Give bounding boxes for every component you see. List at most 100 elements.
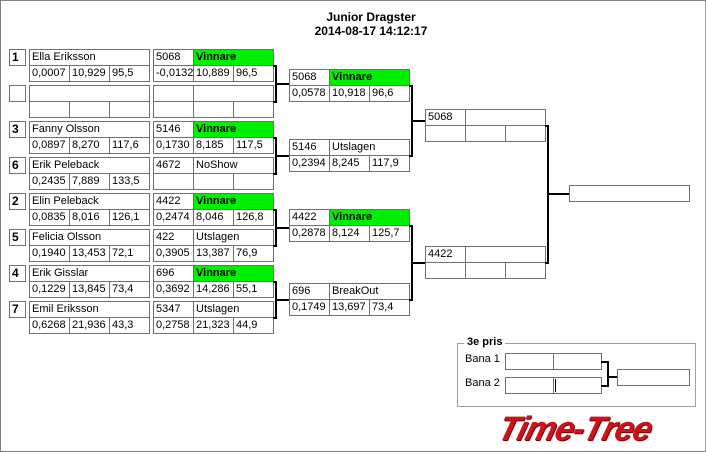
elapsed-time[interactable]: 7,889 <box>69 173 110 190</box>
elapsed-time[interactable]: 13,697 <box>329 299 370 316</box>
elapsed-time[interactable]: 8,124 <box>329 225 370 242</box>
speed[interactable]: 117,5 <box>233 137 274 154</box>
elapsed-time[interactable]: 13,387 <box>193 245 234 262</box>
speed[interactable]: 126,1 <box>109 209 150 226</box>
elapsed-time[interactable] <box>465 262 506 279</box>
run-status[interactable]: NoShow <box>193 157 274 174</box>
driver-name[interactable]: Felicia Olsson <box>29 229 150 246</box>
reaction-time[interactable]: 0,2758 <box>153 317 194 334</box>
reaction-time[interactable] <box>29 101 70 118</box>
speed[interactable]: 55,1 <box>233 281 274 298</box>
elapsed-time[interactable] <box>69 101 110 118</box>
run-id[interactable]: 422 <box>153 229 194 246</box>
seed-number[interactable]: 7 <box>9 301 26 318</box>
run-id[interactable]: 5146 <box>289 139 330 156</box>
reaction-time[interactable]: 0,2394 <box>289 155 330 172</box>
run-status[interactable] <box>465 246 546 263</box>
seed-number[interactable]: 3 <box>9 121 26 138</box>
run-id[interactable]: 4672 <box>153 157 194 174</box>
driver-name[interactable]: Elin Peleback <box>29 193 150 210</box>
run-id[interactable] <box>153 85 194 102</box>
third-lane1-id[interactable] <box>505 353 554 370</box>
run-status[interactable] <box>465 109 546 126</box>
speed[interactable] <box>505 125 546 142</box>
reaction-time[interactable]: 0,3905 <box>153 245 194 262</box>
speed[interactable]: 117,6 <box>109 137 150 154</box>
reaction-time[interactable] <box>153 173 194 190</box>
elapsed-time[interactable]: 13,453 <box>69 245 110 262</box>
reaction-time[interactable] <box>425 125 466 142</box>
elapsed-time[interactable]: 10,929 <box>69 65 110 82</box>
run-id[interactable]: 4422 <box>425 246 466 263</box>
elapsed-time[interactable]: 8,046 <box>193 209 234 226</box>
speed[interactable]: 44,9 <box>233 317 274 334</box>
reaction-time[interactable]: 0,2878 <box>289 225 330 242</box>
reaction-time[interactable]: 0,1730 <box>153 137 194 154</box>
run-id[interactable]: 4422 <box>153 193 194 210</box>
driver-name[interactable]: Erik Peleback <box>29 157 150 174</box>
run-id[interactable]: 4422 <box>289 209 330 226</box>
elapsed-time[interactable] <box>193 173 234 190</box>
run-id[interactable]: 5347 <box>153 301 194 318</box>
run-status[interactable]: Vinnare <box>329 69 410 86</box>
speed[interactable] <box>233 173 274 190</box>
final-result[interactable] <box>569 185 690 202</box>
third-place-result[interactable] <box>617 369 690 386</box>
run-status[interactable] <box>193 85 274 102</box>
run-status[interactable]: Vinnare <box>329 209 410 226</box>
speed[interactable]: 96,5 <box>233 65 274 82</box>
third-lane1-status[interactable] <box>553 353 602 370</box>
reaction-time[interactable]: 0,1229 <box>29 281 70 298</box>
driver-name[interactable]: Ella Eriksson <box>29 49 150 66</box>
third-lane2-status[interactable] <box>553 377 602 394</box>
seed-number[interactable] <box>9 85 26 102</box>
seed-number[interactable]: 4 <box>9 265 26 282</box>
speed[interactable]: 117,9 <box>369 155 410 172</box>
reaction-time[interactable]: 0,1749 <box>289 299 330 316</box>
speed[interactable]: 133,5 <box>109 173 150 190</box>
speed[interactable]: 95,5 <box>109 65 150 82</box>
elapsed-time[interactable]: 21,323 <box>193 317 234 334</box>
elapsed-time[interactable]: 21,936 <box>69 317 110 334</box>
reaction-time[interactable]: 0,0835 <box>29 209 70 226</box>
reaction-time[interactable] <box>153 101 194 118</box>
speed[interactable]: 73,4 <box>109 281 150 298</box>
run-status[interactable]: Vinnare <box>193 49 274 66</box>
seed-number[interactable]: 1 <box>9 49 26 66</box>
seed-number[interactable]: 6 <box>9 157 26 174</box>
reaction-time[interactable]: 0,0897 <box>29 137 70 154</box>
reaction-time[interactable] <box>425 262 466 279</box>
speed[interactable]: 76,9 <box>233 245 274 262</box>
speed[interactable]: 126,8 <box>233 209 274 226</box>
run-status[interactable]: Vinnare <box>193 193 274 210</box>
driver-name[interactable] <box>29 85 150 102</box>
elapsed-time[interactable]: 8,016 <box>69 209 110 226</box>
elapsed-time[interactable]: 10,918 <box>329 85 370 102</box>
reaction-time[interactable]: 0,0578 <box>289 85 330 102</box>
run-id[interactable]: 5068 <box>289 69 330 86</box>
driver-name[interactable]: Erik Gisslar <box>29 265 150 282</box>
run-id[interactable]: 5068 <box>425 109 466 126</box>
reaction-time[interactable]: 0,1940 <box>29 245 70 262</box>
run-id[interactable]: 5146 <box>153 121 194 138</box>
run-status[interactable]: Vinnare <box>193 265 274 282</box>
speed[interactable]: 73,4 <box>369 299 410 316</box>
seed-number[interactable]: 2 <box>9 193 26 210</box>
speed[interactable] <box>505 262 546 279</box>
elapsed-time[interactable] <box>465 125 506 142</box>
run-status[interactable]: Utslagen <box>193 301 274 318</box>
reaction-time[interactable]: 0,2435 <box>29 173 70 190</box>
elapsed-time[interactable]: 8,245 <box>329 155 370 172</box>
elapsed-time[interactable] <box>193 101 234 118</box>
reaction-time[interactable]: 0,2474 <box>153 209 194 226</box>
run-status[interactable]: Vinnare <box>193 121 274 138</box>
reaction-time[interactable]: -0,0132 <box>153 65 194 82</box>
elapsed-time[interactable]: 8,270 <box>69 137 110 154</box>
speed[interactable]: 96,6 <box>369 85 410 102</box>
driver-name[interactable]: Fanny Olsson <box>29 121 150 138</box>
speed[interactable]: 125,7 <box>369 225 410 242</box>
reaction-time[interactable]: 0,3692 <box>153 281 194 298</box>
elapsed-time[interactable]: 13,845 <box>69 281 110 298</box>
elapsed-time[interactable]: 8,185 <box>193 137 234 154</box>
run-status[interactable]: Utslagen <box>329 139 410 156</box>
